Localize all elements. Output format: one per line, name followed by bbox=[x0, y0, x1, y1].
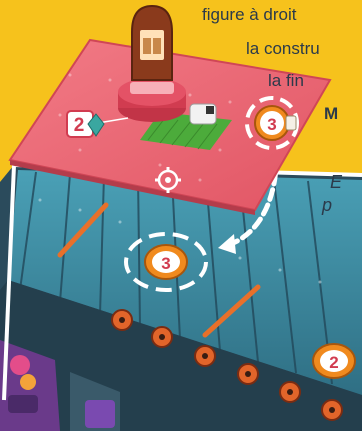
belt-token-value: 2 bbox=[329, 353, 338, 372]
belt-token[interactable]: 2 bbox=[313, 344, 355, 378]
token-on-belt-value: 3 bbox=[161, 254, 170, 273]
cost-value: 2 bbox=[74, 115, 85, 136]
conveyor-belt bbox=[0, 165, 362, 431]
rules-text-line-6: p bbox=[322, 196, 332, 214]
rules-text-line-3: la fin bbox=[268, 72, 304, 89]
rules-text-line-1: figure à droit bbox=[202, 6, 297, 23]
token-on-tile-value: 3 bbox=[267, 115, 276, 134]
rules-text-line-5: E bbox=[330, 173, 342, 191]
rules-text-line-4: M bbox=[324, 105, 338, 122]
rules-text-line-2: la constru bbox=[246, 40, 320, 57]
